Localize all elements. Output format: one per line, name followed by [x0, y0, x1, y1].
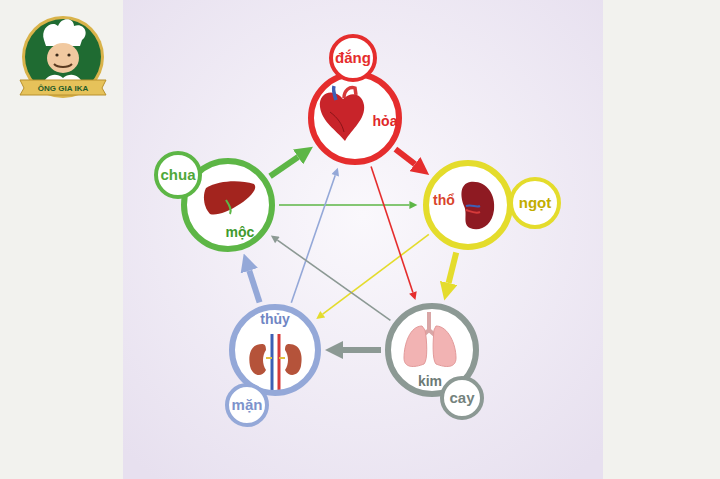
controlling-arrow: [279, 204, 409, 206]
logo: [20, 16, 106, 98]
ring: [184, 161, 272, 249]
taste-circle: cay: [440, 376, 484, 420]
generating-arrow: [249, 271, 259, 303]
taste-name: ngọt: [519, 195, 551, 212]
logo-text: ÔNG GIA IKA: [38, 84, 88, 93]
element-name: kim: [418, 374, 442, 389]
taste-circle: ngọt: [509, 177, 561, 229]
ring: [227, 385, 267, 425]
kidneys: [249, 334, 301, 392]
disk: [183, 74, 511, 395]
element-name: mộc: [226, 225, 255, 240]
taste-name: đắng: [335, 50, 371, 67]
taste-name: cay: [449, 390, 474, 407]
element-circle: thổ: [423, 160, 513, 250]
controlling-arrow: [323, 234, 429, 314]
lungs: [404, 312, 456, 366]
ring: [426, 163, 510, 247]
ring: [232, 307, 318, 393]
generating-arrow: [449, 253, 457, 283]
generating-arrow: [270, 157, 298, 176]
ring: [331, 36, 375, 80]
heart: [320, 86, 364, 141]
taste-name: mặn: [232, 397, 263, 414]
liver: [204, 181, 255, 214]
element-name: thổ: [433, 193, 455, 208]
ring: [511, 179, 559, 227]
element-name: hỏa: [373, 114, 398, 129]
element-circle: thủy: [229, 304, 321, 396]
panel: [123, 0, 603, 479]
element-circle: hỏa: [308, 71, 402, 165]
controlling-arrow: [371, 166, 413, 292]
taste-circle: mặn: [225, 383, 269, 427]
taste-circle: chua: [154, 151, 202, 199]
taste-circle: đắng: [329, 34, 377, 82]
controlling-arrow: [291, 175, 335, 302]
generating-arrow: [343, 347, 381, 353]
taste-name: chua: [160, 167, 195, 184]
ring: [156, 153, 200, 197]
spleen: [462, 182, 495, 229]
ring: [311, 74, 399, 162]
generating-arrow: [395, 149, 415, 164]
element-name: thủy: [260, 312, 290, 327]
ring: [442, 378, 482, 418]
